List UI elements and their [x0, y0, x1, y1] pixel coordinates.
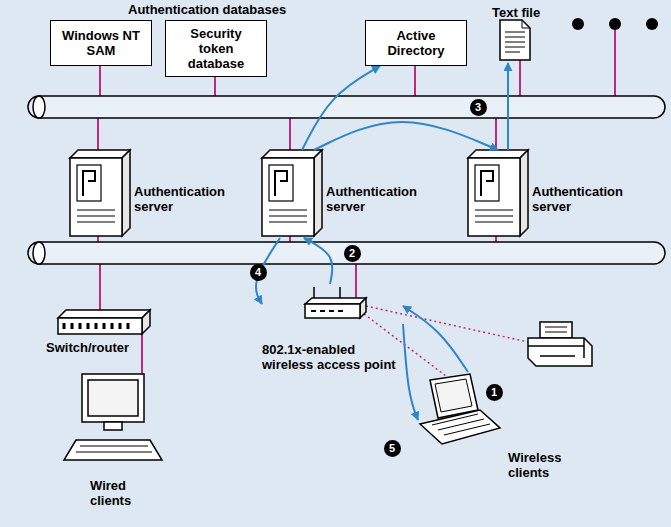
callout-number: 2: [344, 245, 361, 262]
fold: [522, 20, 530, 28]
wire: [495, 118, 497, 150]
access-point-icon: [305, 287, 366, 318]
laptop-display: [435, 379, 472, 412]
switch-router: Switch/router: [44, 308, 138, 360]
title: Authentication databases: [128, 2, 286, 17]
switch-top: [58, 310, 150, 318]
database-box: Active Directory: [365, 20, 467, 66]
ap-side: [360, 298, 366, 318]
printer-edge: [583, 338, 585, 358]
bus-pipe: [28, 96, 665, 118]
wired-client: Wired clients: [60, 370, 170, 516]
authentication-server: Authentication server: [468, 150, 645, 238]
wireless-client: Wireless clients: [418, 372, 588, 487]
switch-icon: [58, 310, 150, 334]
wire: [519, 60, 521, 96]
wire: [99, 264, 101, 310]
printer-edge: [528, 345, 584, 347]
node-label: Authentication server: [532, 184, 642, 214]
laptop-base: [420, 410, 500, 444]
node-label: Authentication server: [326, 184, 436, 214]
bus-end: [33, 242, 45, 264]
callout-number: 4: [250, 264, 267, 281]
laptop-keys: [432, 414, 490, 435]
authentication-server: Authentication server: [262, 150, 439, 238]
text-file: Text file: [492, 3, 554, 63]
monitor: [82, 374, 144, 422]
ap-lights: [311, 310, 343, 312]
node-label: Authentication server: [134, 184, 244, 214]
more-databases-dots: [572, 18, 658, 30]
callout-number: 3: [470, 99, 487, 116]
node-label: Wireless clients: [508, 450, 584, 480]
antenna: [339, 287, 341, 298]
wire: [495, 236, 497, 242]
node-label: Wired clients: [90, 478, 152, 508]
paper: [540, 322, 572, 338]
keyboard: [64, 440, 162, 460]
wire: [289, 118, 291, 150]
text-file-icon: [500, 20, 530, 60]
wire: [97, 118, 99, 150]
wire: [289, 236, 291, 242]
paper-lines: [545, 327, 567, 332]
printer-body: [528, 338, 592, 366]
wire: [355, 264, 357, 298]
wire: [97, 236, 99, 242]
network-bus: [28, 96, 665, 118]
node-label: Active Directory: [372, 28, 460, 58]
paper-slot: [540, 355, 575, 357]
server-icon: [70, 150, 130, 236]
screen: [88, 380, 138, 416]
ap-front: [305, 304, 360, 318]
text-lines: [505, 32, 525, 52]
wire: [141, 334, 143, 374]
callout-number: 5: [384, 440, 401, 457]
node-label: 802.1x-enabled wireless access point: [262, 342, 400, 372]
network-bus: [28, 242, 665, 264]
database-box: Windows NT SAM: [50, 20, 152, 66]
document: [500, 20, 530, 60]
wire: [414, 66, 416, 96]
keys: [76, 446, 152, 452]
bus-end: [33, 96, 45, 118]
antenna: [313, 287, 315, 298]
flow-arrow: [507, 63, 509, 150]
dot: [609, 18, 621, 30]
flow-arrow: [403, 306, 468, 372]
server-icon: [468, 150, 528, 236]
node-label: Windows NT SAM: [57, 28, 145, 58]
stand: [104, 422, 122, 430]
node-label: Text file: [492, 5, 540, 20]
dot: [572, 18, 584, 30]
laptop-icon: [420, 374, 500, 444]
server-icon: [262, 150, 322, 236]
access-point: 802.1x-enabled wireless access point: [262, 284, 403, 382]
ap-top: [305, 298, 366, 304]
flow-arrow: [403, 324, 418, 420]
wire: [614, 30, 616, 96]
bus-pipe: [28, 242, 665, 264]
dot: [646, 18, 658, 30]
authentication-server: Authentication server: [70, 150, 247, 238]
printer-icon: [528, 322, 592, 366]
switch-side: [142, 310, 150, 334]
switch-ports: [64, 323, 128, 329]
desktop-computer-icon: [64, 374, 162, 460]
node-label: Switch/router: [46, 340, 129, 355]
callout-number: 1: [486, 384, 503, 401]
flow-arrow: [314, 122, 498, 150]
wire: [99, 66, 101, 96]
node-label: Security token database: [172, 26, 260, 71]
switch-front: [58, 318, 142, 334]
flow-arrow: [304, 238, 332, 284]
database-box: Security token database: [165, 20, 267, 77]
wireless-link: [366, 306, 528, 342]
